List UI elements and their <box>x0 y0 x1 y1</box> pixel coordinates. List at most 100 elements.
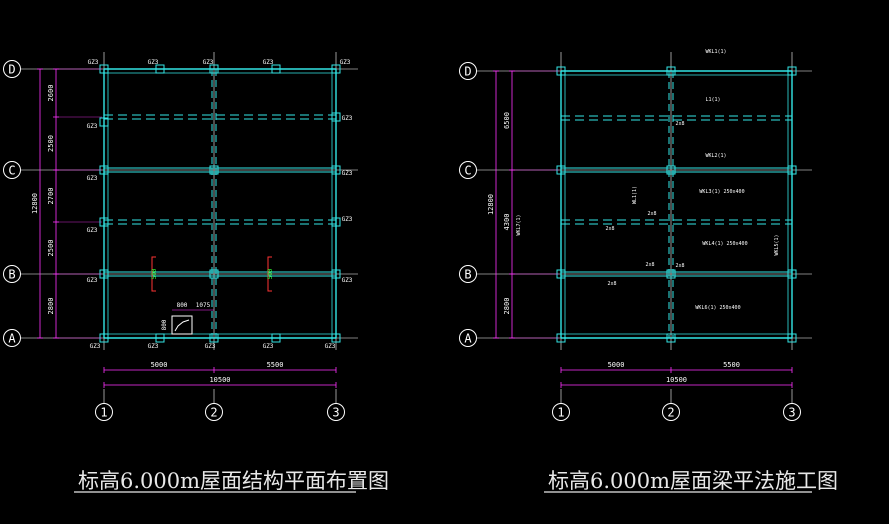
col-dim-label-0: 5000 <box>151 361 168 369</box>
column-tag-14: GZ3 <box>148 343 159 350</box>
column-3A <box>331 333 341 343</box>
column-tag-17: GZ3 <box>325 343 336 350</box>
edge-column-2 <box>99 117 109 127</box>
column-tag-11: GZ3 <box>87 277 98 284</box>
beam-note-3: 2x8 <box>645 262 654 268</box>
column-tag-8: GZ3 <box>342 170 353 177</box>
beam-tag-0: WKL1(1) <box>705 49 726 55</box>
section-mark-0 <box>151 256 156 292</box>
column-3D <box>331 64 341 74</box>
edge-column-7 <box>271 333 281 343</box>
row-total-label: 12800 <box>487 194 495 215</box>
beam-tag-5: WKL4(1) 250x400 <box>702 241 747 247</box>
section-mark-label-1: 500 <box>267 268 274 279</box>
row-axis-bubble-B-circle <box>3 265 21 283</box>
row-axis-bubble-D-label: D <box>464 65 471 79</box>
column-tag-15: GZ3 <box>205 343 216 350</box>
row-axis-bubble-A-label: A <box>8 332 16 346</box>
column-tag-7: GZ3 <box>87 175 98 182</box>
col-dim-label-1: 5500 <box>723 361 740 369</box>
column-3C <box>331 165 341 175</box>
col-dim-label-1: 5500 <box>267 361 284 369</box>
column-tag-4: GZ3 <box>340 59 351 66</box>
column-tag-3: GZ3 <box>263 59 274 66</box>
row-axis-bubble-D-circle <box>459 62 477 80</box>
right-plan-title: 标高6.000m屋面梁平法施工图 <box>548 469 838 493</box>
row-dim-label-0: 6500 <box>503 112 511 129</box>
beam-tag-2: WKL2(1) <box>705 153 726 159</box>
col-axis-bubble-2-label: 2 <box>667 406 674 420</box>
edge-column-0 <box>155 64 165 74</box>
col-axis-bubble-1-label: 1 <box>557 406 564 420</box>
row-axis-bubble-B-label: B <box>464 268 471 282</box>
row-axis-bubble-C-circle <box>3 161 21 179</box>
column-tag-1: GZ3 <box>148 59 159 66</box>
column-tag-0: GZ3 <box>88 59 99 66</box>
row-dim-label-1: 4300 <box>503 214 511 231</box>
row-dim-label-0: 2600 <box>47 85 55 102</box>
row-dim-label-1: 2500 <box>47 135 55 152</box>
col-total-label: 10500 <box>209 376 230 384</box>
row-axis-bubble-C-label: C <box>8 164 15 178</box>
row-axis-bubble-D-label: D <box>8 63 15 77</box>
column-2C <box>209 165 219 175</box>
stair-dim-label-1: 1075 <box>196 302 211 309</box>
beam-note-0: 2x8 <box>605 226 614 232</box>
row-axis-bubble-A-circle <box>459 329 477 347</box>
col-axis-bubble-2-label: 2 <box>210 406 217 420</box>
beam-note-2: 2x8 <box>647 211 656 217</box>
edge-column-4 <box>99 217 109 227</box>
column-tag-2: GZ3 <box>203 59 214 66</box>
row-total-label: 12800 <box>31 193 39 214</box>
left-plan-title: 标高6.000m屋面结构平面布置图 <box>78 469 389 493</box>
column-2A <box>209 333 219 343</box>
column-2D <box>209 64 219 74</box>
stair-dim-label-2: 800 <box>161 319 168 330</box>
col-dim-label-0: 5000 <box>608 361 625 369</box>
beam-note-1: 2x8 <box>607 281 616 287</box>
stair-opening-box <box>171 315 193 335</box>
stair-opening-curve <box>174 319 190 332</box>
edge-column-6 <box>155 333 165 343</box>
column-2A <box>666 333 676 343</box>
col-axis-bubble-3-label: 3 <box>332 406 339 420</box>
row-axis-bubble-B-label: B <box>8 268 15 282</box>
beam-tag-1: L1(1) <box>705 97 720 103</box>
column-2C <box>666 165 676 175</box>
beam-note-5: 2x8 <box>675 263 684 269</box>
column-tag-16: GZ3 <box>263 343 274 350</box>
column-tag-6: GZ3 <box>342 115 353 122</box>
beam-tag-6: WKL5(1) <box>774 234 780 255</box>
column-tag-5: GZ3 <box>87 123 98 130</box>
column-tag-13: GZ3 <box>90 343 101 350</box>
row-dim-label-2: 2700 <box>47 188 55 205</box>
edge-column-1 <box>271 64 281 74</box>
row-dim-label-4: 2800 <box>47 298 55 315</box>
beam-tag-7: WKL6(1) 250x400 <box>695 305 740 311</box>
edge-column-3 <box>331 112 341 122</box>
row-axis-bubble-A-circle <box>3 329 21 347</box>
col-axis-bubble-1-label: 1 <box>100 406 107 420</box>
row-axis-bubble-D-circle <box>3 60 21 78</box>
column-2D <box>666 66 676 76</box>
beam-note-4: 2x8 <box>675 121 684 127</box>
row-axis-bubble-C-circle <box>459 161 477 179</box>
edge-column-5 <box>331 217 341 227</box>
beam-tag-8: WKL7(1) <box>516 214 522 235</box>
column-3C <box>787 165 797 175</box>
beam-tag-3: WKL3(1) 250x400 <box>699 189 744 195</box>
column-3A <box>787 333 797 343</box>
column-3D <box>787 66 797 76</box>
column-2B <box>666 269 676 279</box>
column-3B <box>331 269 341 279</box>
row-dim-label-3: 2500 <box>47 240 55 257</box>
column-tag-10: GZ3 <box>342 216 353 223</box>
col-total-label: 10500 <box>666 376 687 384</box>
col-axis-bubble-3-label: 3 <box>788 406 795 420</box>
column-3B <box>787 269 797 279</box>
row-axis-bubble-C-label: C <box>464 164 471 178</box>
section-mark-label-0: 500 <box>151 268 158 279</box>
